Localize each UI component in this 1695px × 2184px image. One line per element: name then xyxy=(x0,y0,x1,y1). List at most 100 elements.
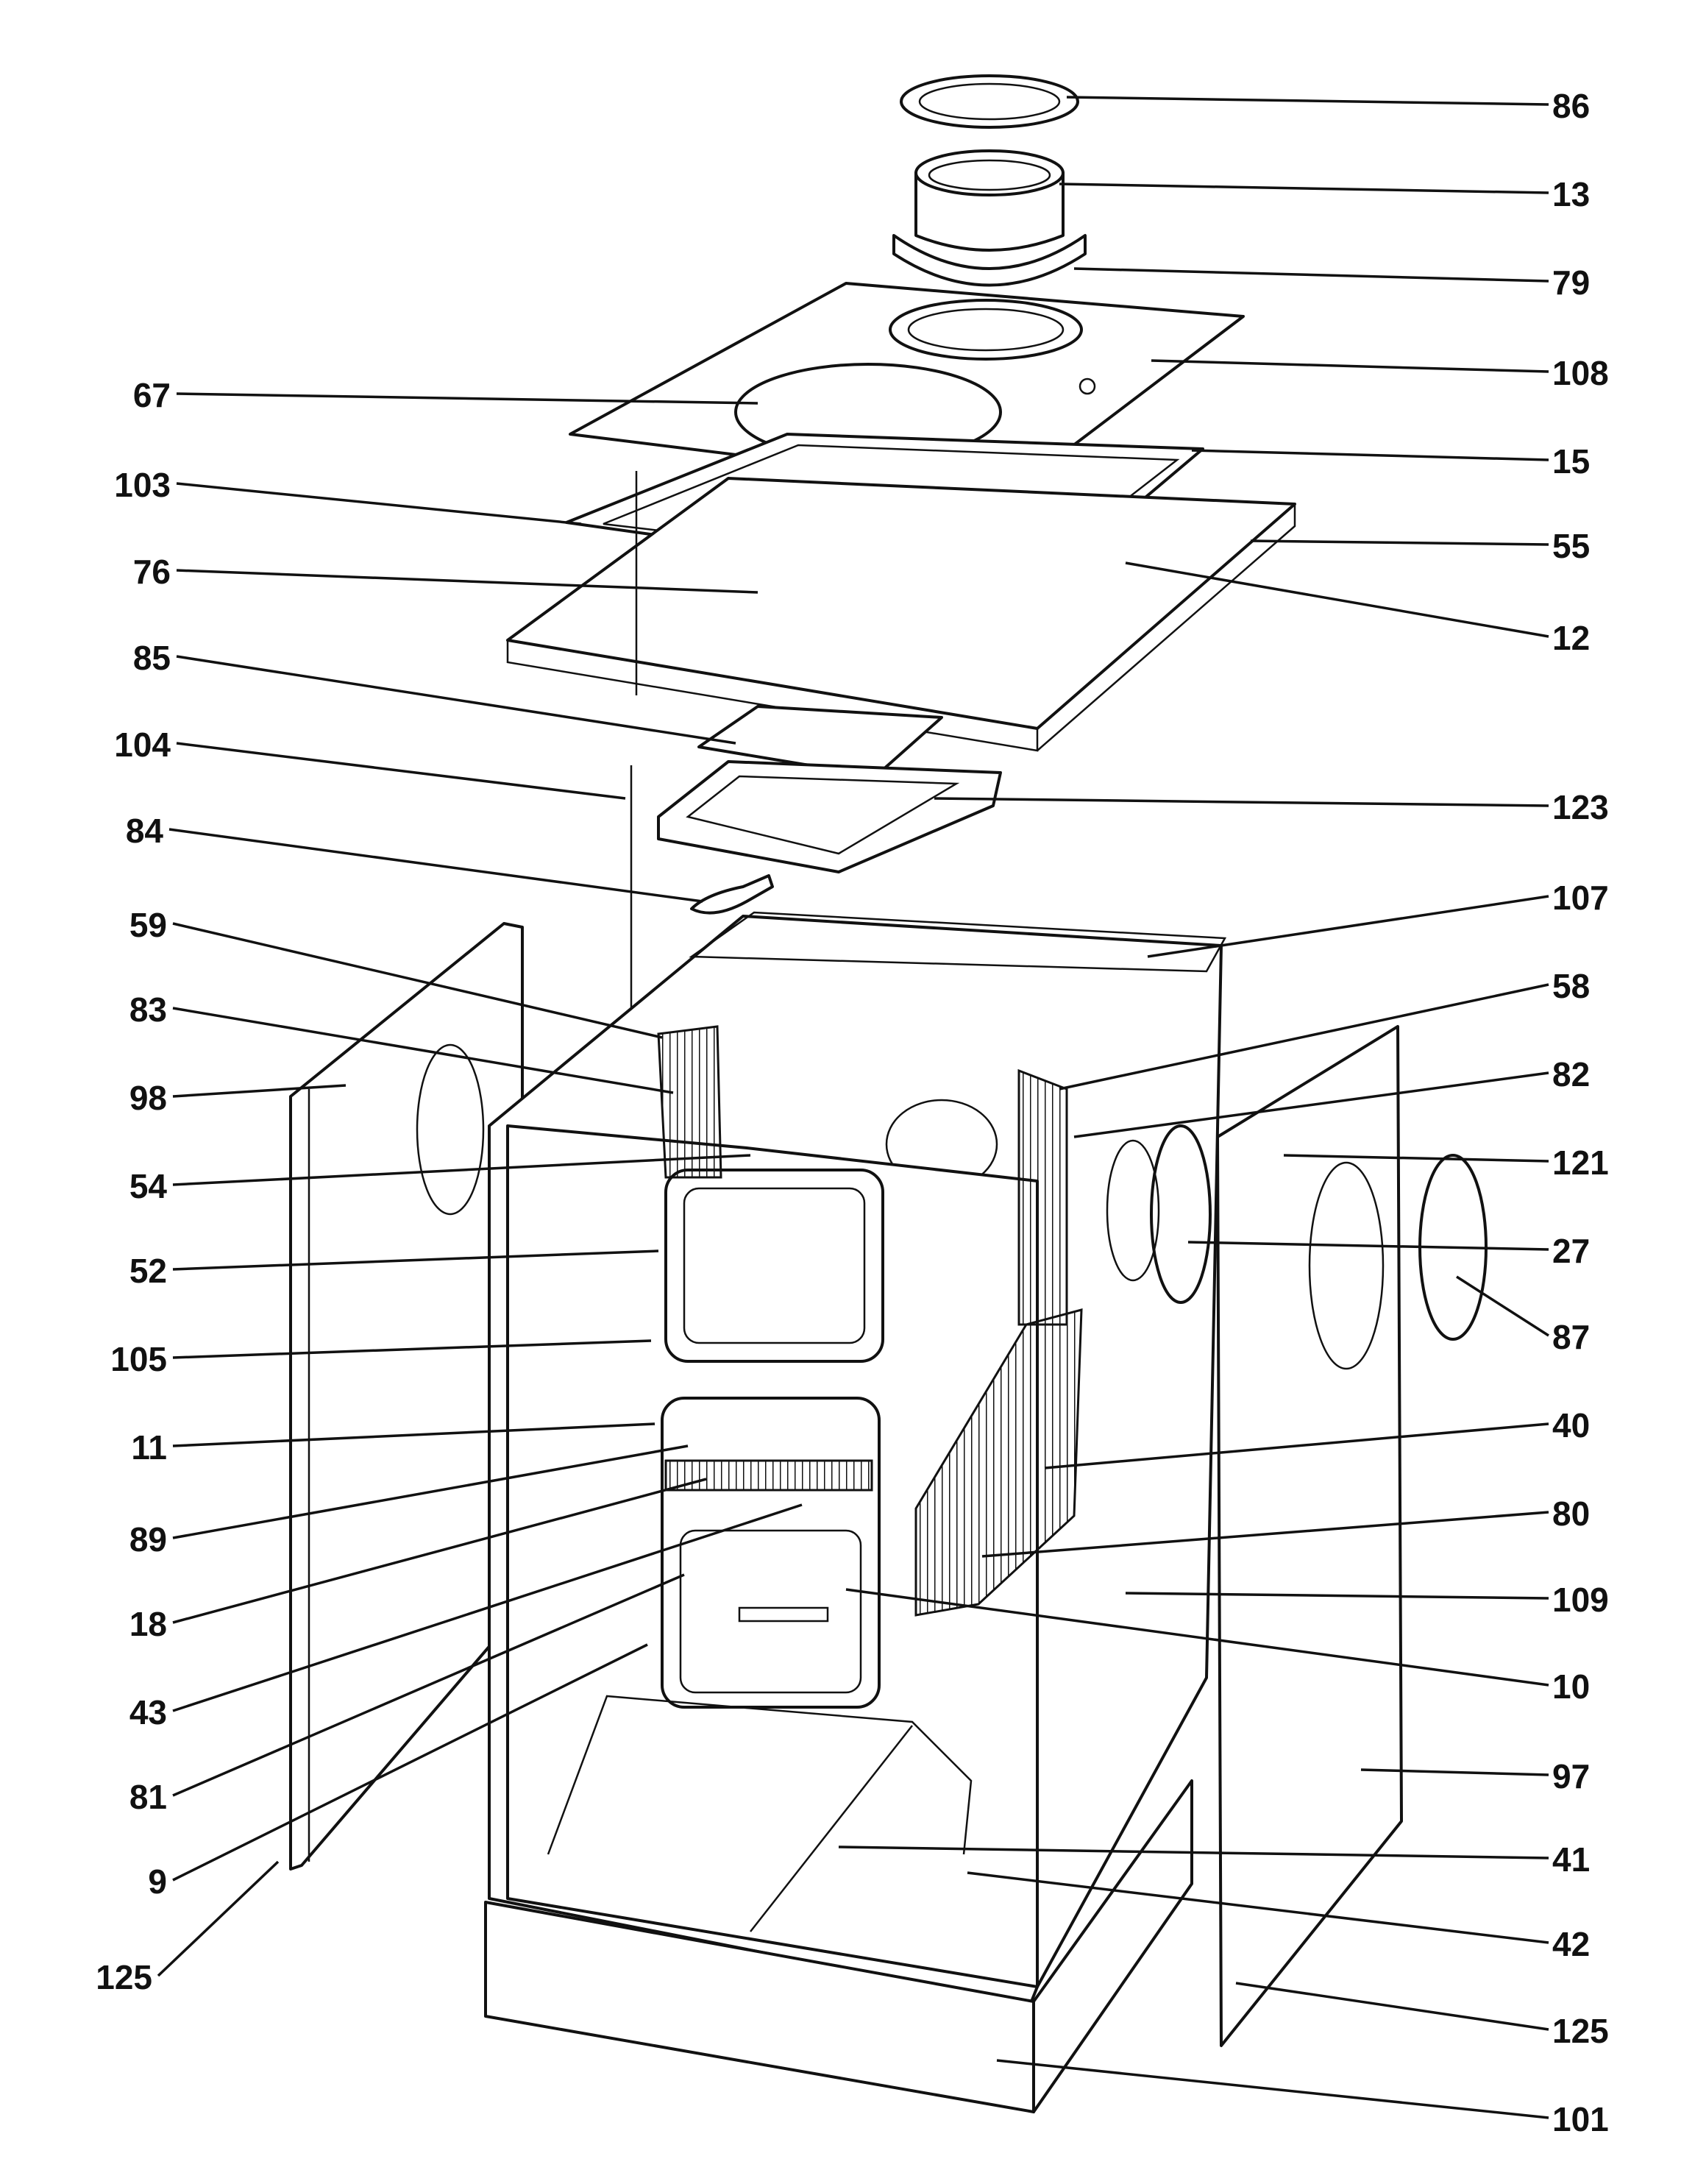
label-89: 89 xyxy=(129,1520,167,1559)
label-105: 105 xyxy=(110,1340,167,1378)
part-82-liner xyxy=(1017,1068,1068,1326)
part-52-door-glass xyxy=(683,1187,866,1344)
part-ash-door-inner xyxy=(679,1529,862,1694)
leader-84 xyxy=(168,828,703,903)
label-42: 42 xyxy=(1552,1925,1590,1963)
part-42-strut xyxy=(750,1725,913,1932)
leader-40 xyxy=(1044,1422,1549,1469)
part-86-ring-inner xyxy=(918,82,1061,121)
leader-97 xyxy=(1360,1768,1549,1776)
label-80: 80 xyxy=(1552,1495,1590,1533)
leader-59 xyxy=(172,922,663,1039)
label-15: 15 xyxy=(1552,442,1590,481)
label-55: 55 xyxy=(1552,527,1590,565)
part-side-hole xyxy=(1106,1139,1160,1282)
leader-11 xyxy=(172,1422,655,1447)
label-18: 18 xyxy=(129,1605,167,1643)
leader-41 xyxy=(838,1846,1549,1859)
part-84-lever xyxy=(690,874,774,915)
part-123-tray xyxy=(657,760,1002,873)
leader-107 xyxy=(1147,895,1549,958)
leader-15 xyxy=(1191,449,1549,461)
leader-54 xyxy=(172,1154,751,1186)
part-13-inner xyxy=(928,159,1051,191)
leader-lines xyxy=(157,96,1549,2119)
label-41: 41 xyxy=(1552,1840,1590,1879)
leader-86 xyxy=(1066,96,1549,106)
part-41-bracket xyxy=(547,1695,973,1855)
leader-10 xyxy=(845,1588,1549,1687)
label-59: 59 xyxy=(129,906,167,944)
part-79-gasket xyxy=(892,234,1087,287)
label-10: 10 xyxy=(1552,1667,1590,1706)
label-82: 82 xyxy=(1552,1055,1590,1093)
leader-105 xyxy=(172,1339,652,1359)
leader-55 xyxy=(1250,539,1549,546)
label-104: 104 xyxy=(114,726,171,764)
part-107-top-frame xyxy=(689,911,1227,973)
leader-109 xyxy=(1125,1592,1549,1600)
leader-67 xyxy=(176,392,758,405)
label-76: 76 xyxy=(133,553,171,591)
label-85: 85 xyxy=(133,639,171,677)
label-81: 81 xyxy=(129,1778,167,1816)
leader-85 xyxy=(176,655,736,745)
leader-43 xyxy=(172,1503,803,1712)
part-18-grate xyxy=(664,1459,873,1492)
leader-79 xyxy=(1073,267,1549,283)
leader-42 xyxy=(967,1871,1549,1944)
leader-121 xyxy=(1283,1154,1549,1163)
label-103: 103 xyxy=(114,466,171,504)
label-107: 107 xyxy=(1552,879,1609,917)
label-125-right: 125 xyxy=(1552,2012,1609,2050)
label-109: 109 xyxy=(1552,1581,1609,1619)
label-87: 87 xyxy=(1552,1318,1590,1356)
part-ash-door xyxy=(661,1397,881,1709)
label-86: 86 xyxy=(1552,87,1590,125)
leader-13 xyxy=(1059,182,1549,194)
label-27: 27 xyxy=(1552,1232,1590,1270)
leader-18 xyxy=(172,1478,707,1624)
leader-123 xyxy=(934,797,1549,807)
part-55-plate-edge2 xyxy=(1037,504,1296,751)
label-97: 97 xyxy=(1552,1757,1590,1795)
label-121: 121 xyxy=(1552,1144,1609,1182)
label-123: 123 xyxy=(1552,788,1609,826)
label-12: 12 xyxy=(1552,619,1590,657)
leader-82 xyxy=(1073,1071,1549,1138)
leader-108 xyxy=(1151,359,1549,373)
part-13-top xyxy=(914,149,1065,196)
leader-83 xyxy=(172,1007,674,1094)
leader-125-left xyxy=(157,1860,280,1977)
label-83: 83 xyxy=(129,990,167,1029)
part-83-liner xyxy=(657,1025,722,1179)
stove-drawing xyxy=(289,74,1488,2113)
leader-101 xyxy=(996,2059,1549,2119)
leader-103 xyxy=(176,482,582,525)
part-ash-drawer-handle xyxy=(738,1606,829,1623)
part-98-side-panel xyxy=(289,922,524,1871)
label-101: 101 xyxy=(1552,2100,1609,2138)
part-123-tray-inner xyxy=(686,775,960,855)
label-125-left: 125 xyxy=(96,1958,152,1996)
label-11: 11 xyxy=(131,1428,167,1467)
label-54: 54 xyxy=(129,1167,168,1205)
leader-98 xyxy=(172,1084,347,1098)
label-52: 52 xyxy=(129,1252,167,1290)
part-labels: 67 103 76 85 104 84 59 83 98 54 52 105 1… xyxy=(96,87,1609,2138)
part-98-window xyxy=(416,1043,485,1216)
part-108-hole-inner xyxy=(907,308,1065,352)
leader-52 xyxy=(172,1249,659,1271)
label-79: 79 xyxy=(1552,263,1590,302)
label-58: 58 xyxy=(1552,967,1590,1005)
leader-58 xyxy=(1059,983,1549,1091)
leader-81 xyxy=(172,1573,685,1797)
part-27-cover xyxy=(1150,1124,1212,1304)
leader-87 xyxy=(1456,1275,1549,1337)
label-43: 43 xyxy=(129,1693,167,1731)
leader-104 xyxy=(176,742,626,800)
label-98: 98 xyxy=(129,1079,167,1117)
part-101-base-side xyxy=(1032,1779,1193,2113)
label-84: 84 xyxy=(126,812,164,850)
